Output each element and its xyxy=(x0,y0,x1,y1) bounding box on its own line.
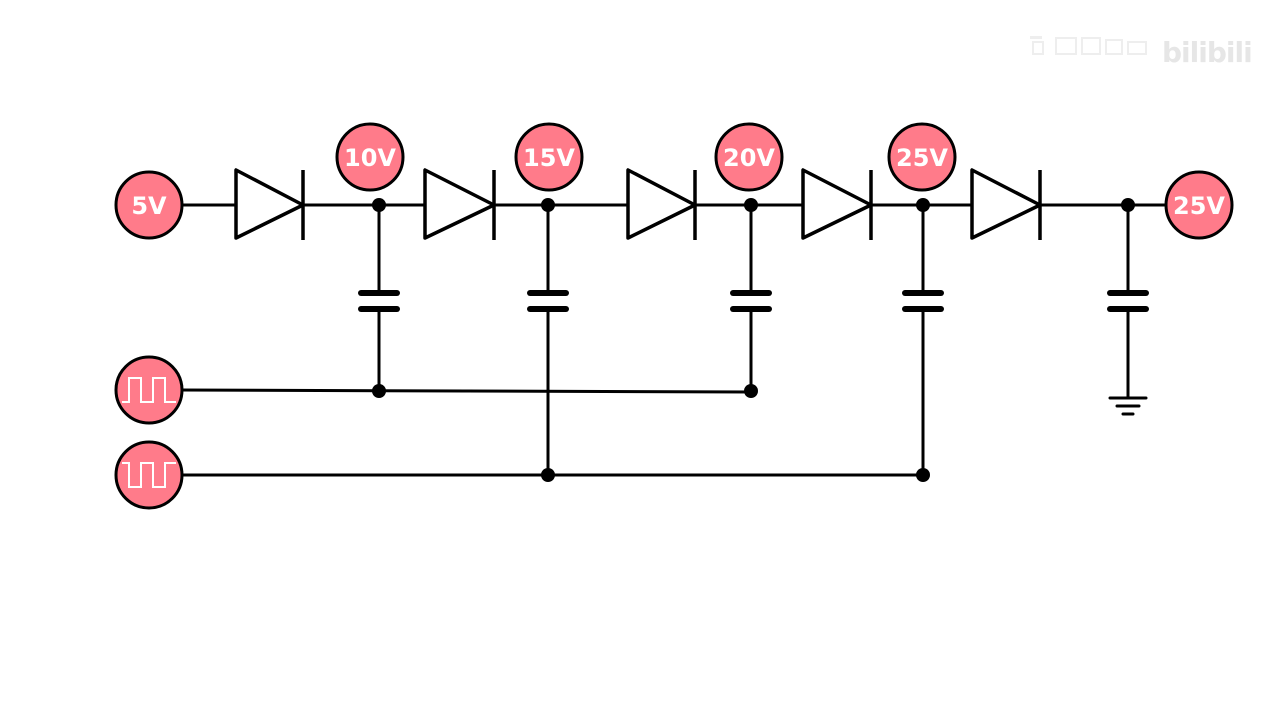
stage-voltage-node-1: 10V xyxy=(335,122,405,192)
junction-dots xyxy=(372,198,1135,482)
capacitors xyxy=(358,290,1149,312)
junction-dot xyxy=(1121,198,1135,212)
capacitor-3 xyxy=(730,290,772,312)
diodes xyxy=(234,168,1042,240)
junction-dot xyxy=(372,198,386,212)
junction-dot xyxy=(916,468,930,482)
junction-dot xyxy=(744,198,758,212)
stage-voltage-label: 10V xyxy=(344,144,396,172)
capacitor-1 xyxy=(358,290,400,312)
clock-sources xyxy=(114,355,184,510)
stage-voltage-node-3: 20V xyxy=(714,122,784,192)
junction-dot xyxy=(744,384,758,398)
wires xyxy=(178,203,1168,477)
clock-source-a xyxy=(114,355,184,425)
clock-a-bus-wire xyxy=(178,388,753,394)
watermark: bilibili xyxy=(1030,36,1253,69)
inverted-square-wave-icon xyxy=(122,462,176,488)
stage-voltage-label: 15V xyxy=(523,144,575,172)
output-voltage-label: 25V xyxy=(1173,192,1225,220)
capacitor-2 xyxy=(527,290,569,312)
input-voltage-node: 5V xyxy=(114,170,184,240)
junction-dot xyxy=(541,198,555,212)
diode-4 xyxy=(801,168,873,240)
square-wave-icon xyxy=(122,377,176,403)
capacitor-4 xyxy=(902,290,944,312)
diode-2 xyxy=(423,168,496,240)
stage-voltage-label: 20V xyxy=(723,144,775,172)
output-voltage-node: 25V xyxy=(1164,170,1234,240)
stage-voltage-label: 25V xyxy=(896,144,948,172)
stage-voltage-node-4: 25V xyxy=(887,122,957,192)
ground-icon xyxy=(1108,396,1148,416)
voltage-nodes: 5V 10V 15V 20V 25V 25V xyxy=(114,122,1234,240)
diode-3 xyxy=(626,168,697,240)
clock-source-b xyxy=(114,440,184,510)
junction-dot xyxy=(916,198,930,212)
junction-dot xyxy=(372,384,386,398)
input-voltage-label: 5V xyxy=(131,192,167,220)
bilibili-logo-icon xyxy=(1030,36,1147,55)
stage-voltage-node-2: 15V xyxy=(514,122,584,192)
junction-dot xyxy=(541,468,555,482)
watermark-brand: bilibili xyxy=(1162,36,1252,69)
diode-1 xyxy=(234,168,305,240)
capacitor-5 xyxy=(1107,290,1149,312)
diode-5 xyxy=(970,168,1042,240)
